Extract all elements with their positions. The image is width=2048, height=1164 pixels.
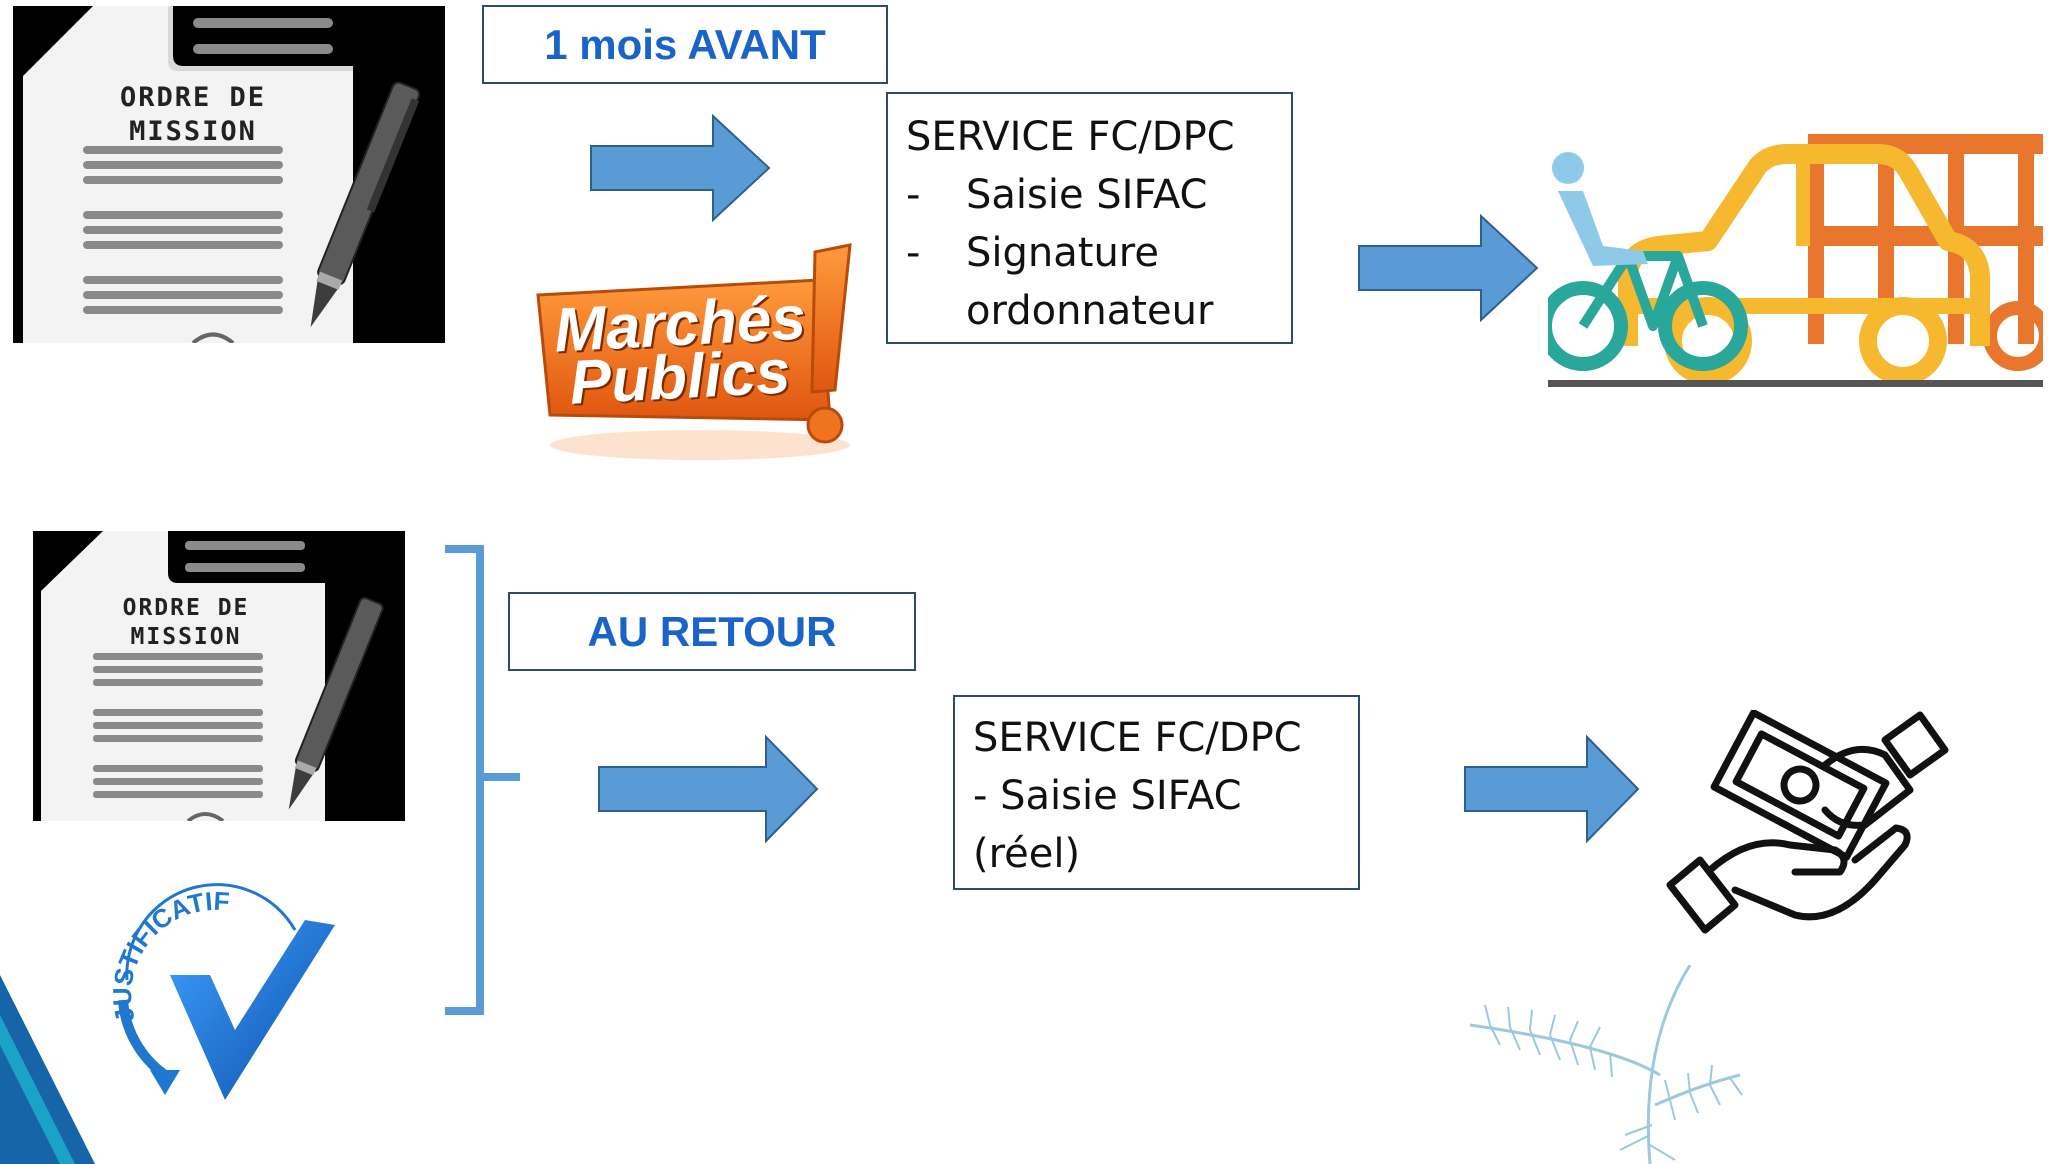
arrow-right-icon: [590, 113, 771, 223]
arrow-right-icon: [1358, 213, 1539, 323]
money-hands-icon: [1666, 710, 1949, 934]
service-item-3: ordonnateur: [906, 282, 1291, 340]
document-icon: [23, 6, 421, 343]
pen-icon: [310, 81, 421, 328]
service-item-2-dash: -: [906, 230, 921, 276]
service-bottom-line1: SERVICE FC/DPC: [973, 715, 1302, 761]
service-item-1: -Saisie SIFAC: [906, 166, 1291, 224]
service-item-2: -Signature: [906, 224, 1291, 282]
service-item-3-text: ordonnateur: [966, 288, 1214, 334]
service-box-top: SERVICE FC/DPC -Saisie SIFAC -Signature …: [886, 92, 1293, 344]
doc-title-line2-bottom: MISSION: [130, 624, 242, 650]
palm-leaf-icon: [1469, 965, 1743, 1164]
service-title-top: SERVICE FC/DPC: [906, 114, 1235, 160]
svg-text:JUSTIFICATIF: JUSTIFICATIF: [107, 886, 230, 1026]
ordre-de-mission-image-top: ORDRE DE MISSION: [13, 6, 445, 343]
justificatif-check-icon: JUSTIFICATIF: [95, 870, 345, 1110]
service-bottom-line2: - Saisie SIFAC: [973, 773, 1242, 819]
service-item-2-text: Signature: [966, 230, 1159, 276]
marches-line2: Publics: [568, 337, 792, 418]
timing-label-return: AU RETOUR: [508, 592, 916, 671]
ordre-de-mission-image-bottom: ORDRE DE MISSION: [33, 531, 405, 821]
pen-icon: [288, 597, 384, 810]
arrow-right-icon: [598, 734, 819, 844]
marches-publics-badge: Marchés Publics: [530, 240, 860, 465]
service-bottom-line3: (réel): [973, 831, 1081, 877]
doc-title-line1-bottom: ORDRE DE: [122, 595, 250, 621]
justificatif-text: JUSTIFICATIF: [107, 886, 230, 1026]
transport-icon: [1548, 134, 2043, 387]
timing-label-before: 1 mois AVANT: [482, 5, 888, 84]
service-item-3-dash: [906, 282, 966, 340]
doc-title-line1-top: ORDRE DE: [119, 82, 267, 113]
grouping-brace: [445, 545, 520, 1015]
service-box-bottom: SERVICE FC/DPC - Saisie SIFAC (réel): [953, 695, 1360, 890]
document-icon: [41, 531, 384, 821]
service-item-1-text: Saisie SIFAC: [966, 172, 1208, 218]
service-item-1-dash: -: [906, 172, 921, 218]
corner-decoration: [0, 975, 95, 1164]
arrow-right-icon: [1464, 734, 1640, 844]
doc-title-line2-top: MISSION: [129, 116, 257, 147]
